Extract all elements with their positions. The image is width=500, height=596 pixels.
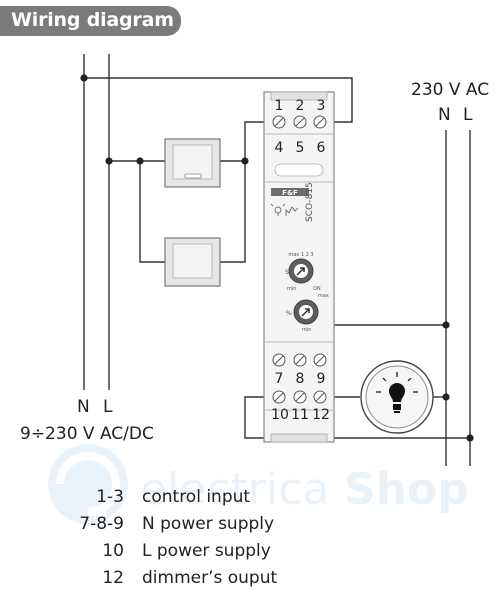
bulb-graph-icon xyxy=(270,203,299,216)
supply-right-voltage: 230 V AC xyxy=(411,80,490,100)
supply-left-l: L xyxy=(103,397,113,417)
knob-time: max 1 2 3 S min ON xyxy=(285,252,321,292)
terminal-screws xyxy=(272,115,327,404)
terminal-1-label: 1 xyxy=(275,98,284,114)
legend-code-2: 7-8-9 xyxy=(79,514,124,534)
wire-l-to-t10 xyxy=(244,396,470,439)
legend-code-3: 10 xyxy=(102,541,124,561)
knob2-max-label: max xyxy=(318,293,329,299)
terminal-2-label: 2 xyxy=(296,98,305,114)
wire-n-to-t9 xyxy=(319,324,446,352)
terminal-12-label: 12 xyxy=(312,407,330,423)
knob1-min-label: min xyxy=(287,286,296,292)
knob-level: max % min xyxy=(286,293,329,333)
legend-desc-1: control input xyxy=(142,487,251,507)
device-sco-815: F&F SCO-815 max 1 2 3 S min ON max % xyxy=(263,91,335,443)
model-label: SCO-815 xyxy=(305,182,315,222)
diagram-title: Wiring diagram xyxy=(11,9,174,31)
supply-left-voltage: 9÷230 V AC/DC xyxy=(20,424,154,444)
wire-switch2-out-to-t1 xyxy=(220,121,279,263)
legend-code-1: 1-3 xyxy=(96,487,124,507)
supply-left-n: N xyxy=(77,397,90,417)
knob2-percent-label: % xyxy=(286,310,292,317)
push-button-2 xyxy=(164,237,221,287)
terminal-3-label: 3 xyxy=(317,98,326,114)
legend-desc-4: dimmer’s ouput xyxy=(142,568,278,588)
watermark: electrica Shop xyxy=(48,444,469,524)
terminal-7-label: 7 xyxy=(275,371,284,387)
knob1-top-label: max 1 2 3 xyxy=(288,252,313,258)
knob2-min-label: min xyxy=(302,327,311,333)
dummy-slot xyxy=(274,163,324,177)
legend-code-4: 12 xyxy=(102,568,124,588)
brand-logo xyxy=(271,188,309,196)
lamp-icon xyxy=(360,360,434,434)
watermark-text-a: electrica xyxy=(140,464,329,515)
terminal-9-label: 9 xyxy=(317,371,326,387)
diagram-title-tab: Wiring diagram xyxy=(0,6,181,36)
wire-l-to-switch2 xyxy=(139,161,165,263)
wire-n-to-t3 xyxy=(84,77,353,123)
watermark-text-b: Shop xyxy=(344,464,469,515)
junction-dots xyxy=(80,74,474,442)
knob1-on-label: ON xyxy=(313,286,321,292)
supply-right-l: L xyxy=(463,105,473,125)
terminal-6-label: 6 xyxy=(317,140,326,156)
supply-right-n: N xyxy=(438,105,451,125)
terminal-11-label: 11 xyxy=(291,407,309,423)
terminal-5-label: 5 xyxy=(296,140,305,156)
terminal-10-label: 10 xyxy=(271,407,289,423)
legend-desc-2: N power supply xyxy=(142,514,275,534)
brand-label: F&F xyxy=(282,189,298,197)
legend-desc-3: L power supply xyxy=(142,541,271,561)
terminal-8-label: 8 xyxy=(296,371,305,387)
knob1-left-label: S xyxy=(285,269,289,276)
push-button-1 xyxy=(164,138,221,188)
terminal-4-label: 4 xyxy=(275,140,284,156)
